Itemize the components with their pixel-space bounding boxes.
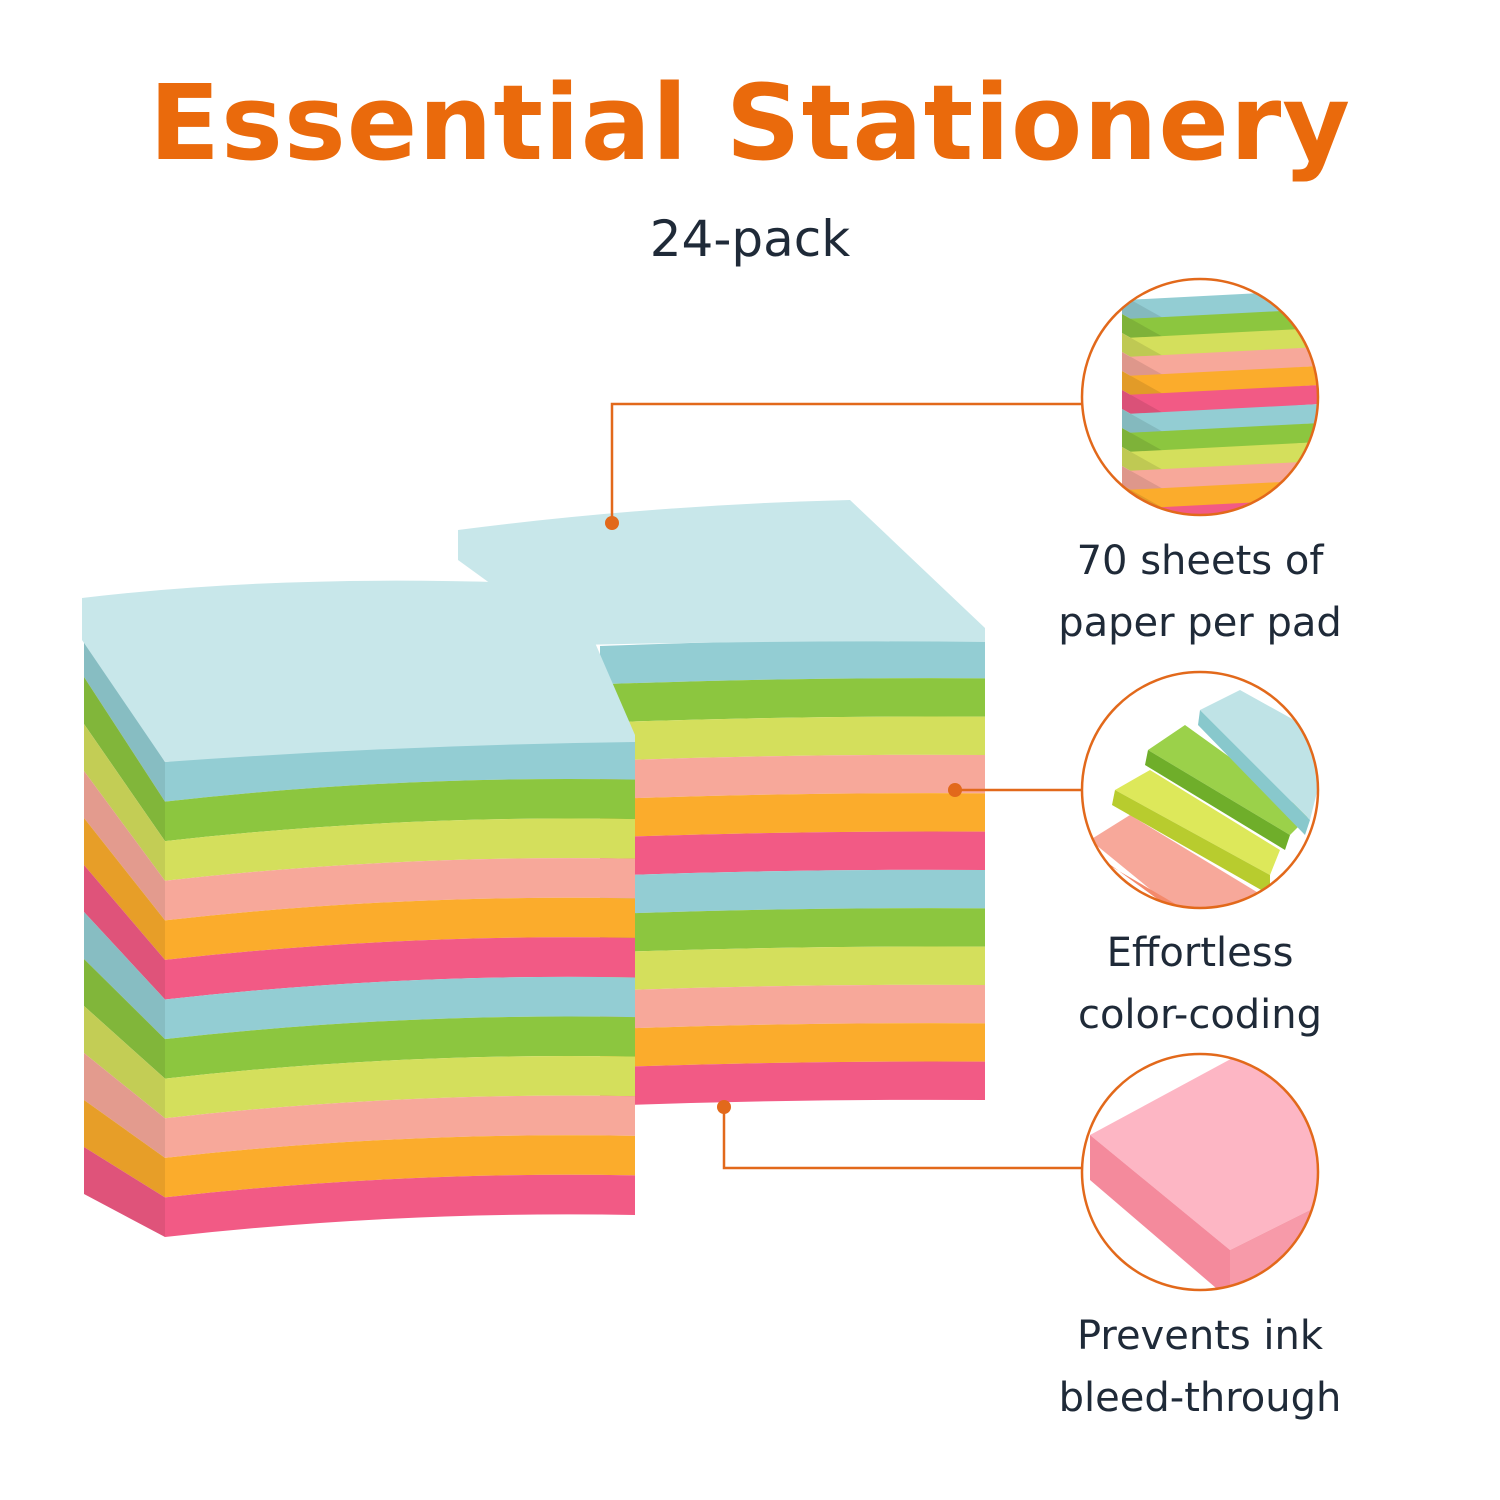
pad-front-band bbox=[165, 1056, 635, 1119]
left-pad-stack bbox=[82, 580, 635, 1237]
pad-front-band bbox=[165, 1135, 635, 1198]
pad-front-band bbox=[600, 678, 985, 723]
pad-side-band bbox=[84, 724, 165, 881]
pad-side-band bbox=[84, 1147, 165, 1237]
caption-line: color-coding bbox=[1077, 992, 1323, 1038]
pad-front-band bbox=[600, 984, 985, 1030]
pad-side-band bbox=[84, 959, 165, 1079]
pad-front-band bbox=[600, 1023, 985, 1068]
pad-front-band bbox=[600, 1061, 985, 1106]
pad-front-band bbox=[165, 858, 635, 921]
pad-front-band bbox=[165, 897, 635, 960]
pad-front-band bbox=[600, 908, 985, 953]
pad-front-band bbox=[165, 1016, 635, 1079]
pad-front-band bbox=[165, 739, 635, 802]
caption-line: bleed-through bbox=[1058, 1375, 1342, 1421]
detail-fanned-pads bbox=[1082, 672, 1318, 908]
pad-front-band bbox=[600, 793, 985, 838]
callout-lines bbox=[610, 402, 1082, 1170]
caption-line: 70 sheets of bbox=[1076, 538, 1324, 584]
pad-side-band bbox=[84, 818, 165, 960]
pad-front-band bbox=[600, 754, 985, 800]
caption-line: paper per pad bbox=[1058, 600, 1342, 646]
pad-top-sheet bbox=[458, 500, 985, 645]
pad-front-band bbox=[600, 831, 985, 876]
feature-caption-ink: Prevents ink bleed-through bbox=[1040, 1305, 1360, 1429]
pad-side-band bbox=[84, 630, 165, 802]
detail-stack-corner bbox=[1082, 279, 1318, 515]
pad-front-band bbox=[600, 946, 985, 991]
pad-front-band bbox=[600, 716, 985, 761]
page-title: Essential Stationery bbox=[148, 62, 1352, 184]
pad-side-band bbox=[84, 771, 165, 921]
pad-front-band bbox=[165, 1095, 635, 1158]
pad-front-band bbox=[165, 778, 635, 842]
pack-size: 24-pack bbox=[649, 210, 851, 268]
pad-front-band bbox=[165, 937, 635, 1000]
callout-dots bbox=[605, 516, 962, 1114]
pad-side-band bbox=[84, 1006, 165, 1119]
detail-pink-pad bbox=[1082, 1054, 1318, 1290]
pad-front-band bbox=[165, 976, 635, 1040]
pad-side-band bbox=[84, 1100, 165, 1198]
pad-top-sheet bbox=[82, 580, 635, 762]
caption-line: Prevents ink bbox=[1076, 1313, 1324, 1359]
feature-caption-color: Effortless color-coding bbox=[1040, 922, 1360, 1046]
right-pad-stack bbox=[458, 500, 985, 1106]
pad-side-band bbox=[84, 865, 165, 1000]
pad-front-band bbox=[600, 869, 985, 915]
pad-front-band bbox=[165, 1174, 635, 1237]
pad-side-band bbox=[84, 912, 165, 1040]
pad-side-band bbox=[84, 1053, 165, 1158]
pad-front-band bbox=[600, 639, 985, 685]
caption-line: Effortless bbox=[1106, 930, 1294, 976]
pad-side-band bbox=[84, 677, 165, 842]
pad-front-band bbox=[165, 818, 635, 881]
feature-caption-sheets: 70 sheets of paper per pad bbox=[1040, 530, 1360, 654]
